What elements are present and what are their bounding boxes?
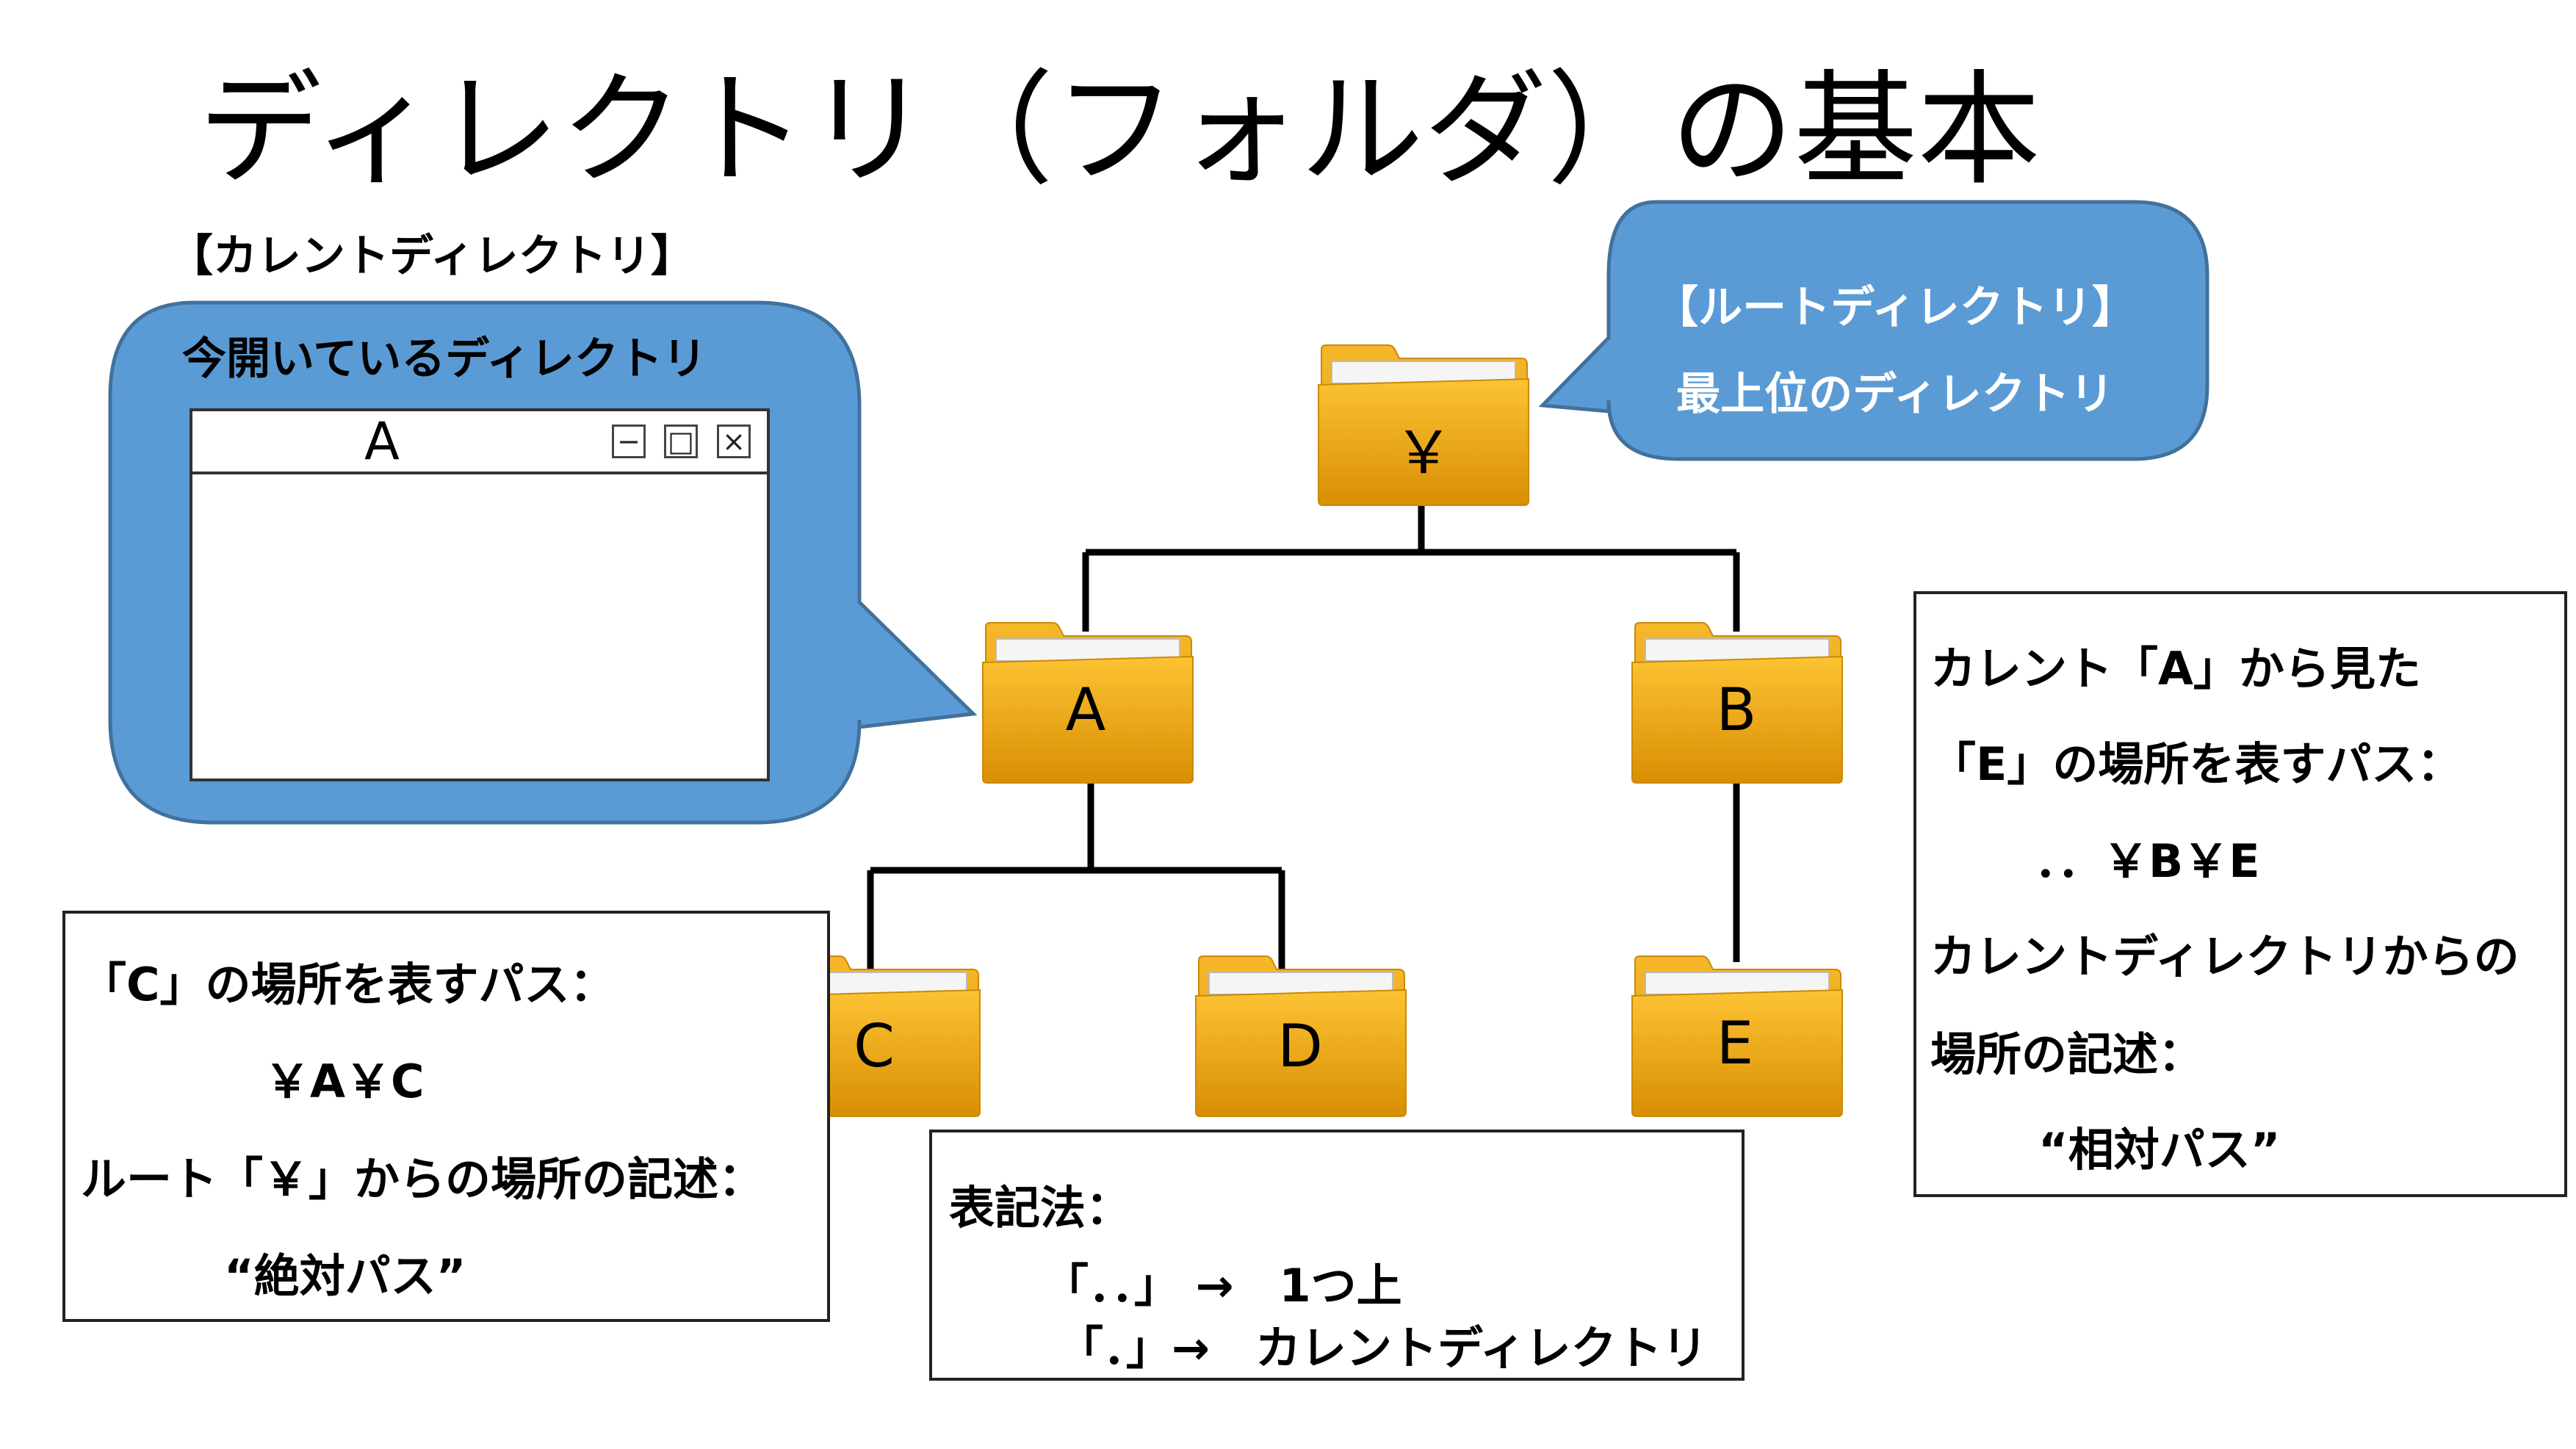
window-mockup [190, 408, 770, 781]
root-dir-description: 最上位のディレクトリ [1676, 369, 2114, 420]
notation-box [929, 1130, 1745, 1381]
absolute-path-value: ￥A￥C [264, 1055, 425, 1108]
close-icon[interactable]: × [717, 424, 751, 458]
absolute-line1: 「C」の場所を表すパス： [81, 958, 616, 1011]
tree-lines [867, 499, 1740, 969]
current-dir-heading: 【カレントディレクトリ】 [169, 231, 695, 282]
relative-path-term: “相対パス” [2038, 1123, 2281, 1177]
absolute-line3: ルート「￥」からの場所の記述： [81, 1152, 765, 1206]
relative-line1: カレント「A」から見た [1930, 642, 2421, 695]
page-title: ディレクトリ（フォルダ）の基本 [198, 58, 2041, 202]
absolute-path-term: “絶対パス” [224, 1249, 466, 1303]
window-titlebar [192, 411, 767, 474]
minimize-icon[interactable]: − [612, 424, 646, 458]
root-dir-bubble [1538, 200, 2209, 461]
folder-label-root: ￥ [1394, 419, 1453, 487]
relative-path-box [1913, 591, 2567, 1197]
notation-parent: 「．．」 → 1つ上 [1043, 1259, 1402, 1312]
folder-label-b: B [1716, 676, 1757, 744]
root-bubble-text: 【ルートディレクトリ】 最上位のディレクトリ [1616, 264, 2174, 438]
folder-label-c: C [854, 1012, 895, 1080]
folder-label-a: A [1065, 676, 1106, 744]
notation-heading: 表記法： [949, 1181, 1132, 1235]
folder-label-e: E [1716, 1009, 1754, 1077]
folder-label-d: D [1277, 1012, 1323, 1080]
relative-line4: カレントディレクトリからの [1930, 930, 2519, 983]
relative-line5: 場所の記述： [1930, 1027, 2204, 1081]
absolute-path-box [62, 911, 830, 1322]
current-dir-description: 今開いているディレクトリ [182, 333, 707, 385]
relative-line2: 「E」の場所を表すパス： [1930, 737, 2463, 791]
maximize-icon[interactable]: □ [664, 424, 698, 458]
root-dir-heading: 【ルートディレクトリ】 [1654, 282, 2136, 333]
window-title: A [364, 411, 400, 471]
notation-current: 「．」→ カレントディレクトリ [1058, 1321, 1708, 1375]
relative-path-value: ．．￥B￥E [2035, 834, 2260, 888]
